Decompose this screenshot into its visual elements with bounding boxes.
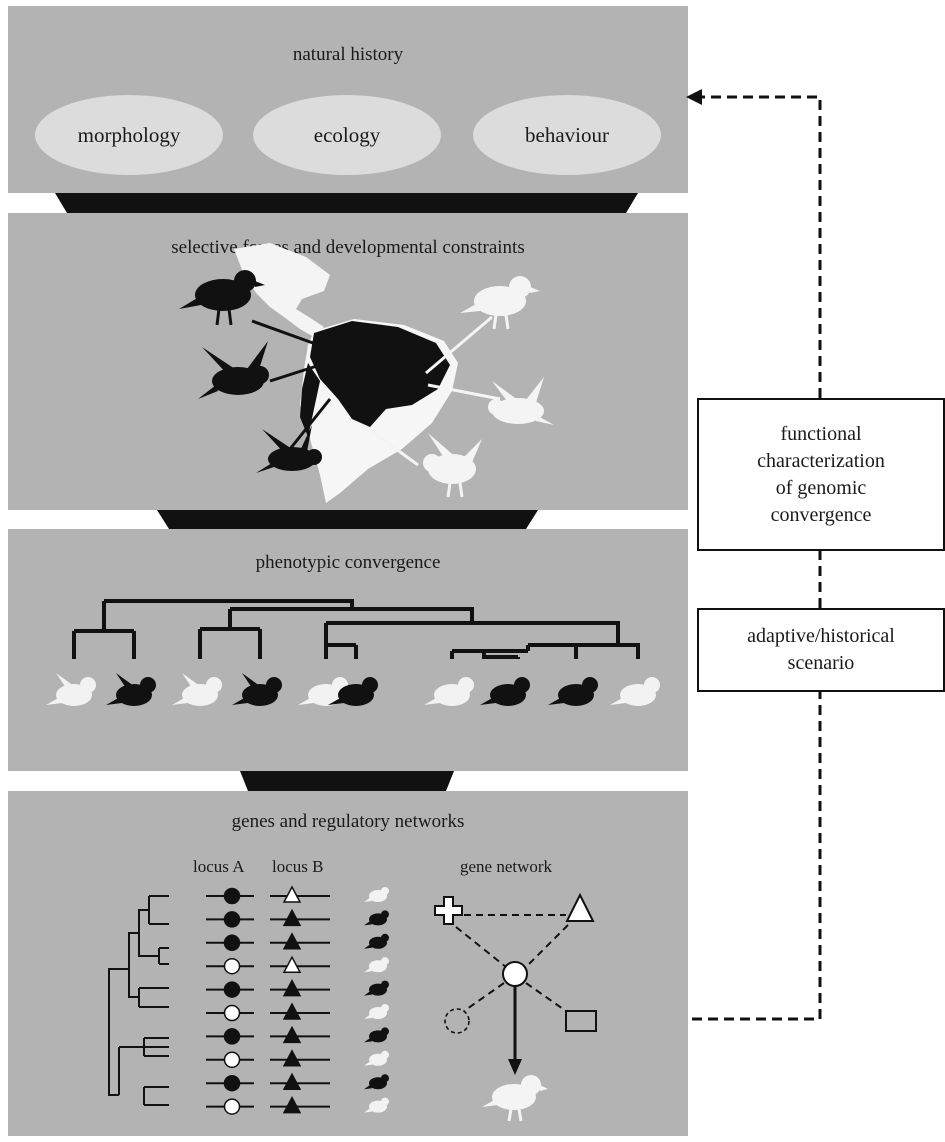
natural-history-panel: natural history morphology ecology behav… bbox=[8, 6, 688, 193]
row-bird-icon bbox=[364, 887, 389, 902]
locus-b-label: locus B bbox=[272, 857, 324, 876]
tip-bird-icon bbox=[610, 677, 660, 706]
row-bird-icon bbox=[364, 957, 389, 973]
locus-row bbox=[206, 885, 389, 905]
tip-bird-icon bbox=[328, 677, 378, 706]
tip-bird-icon bbox=[172, 673, 222, 706]
functional-characterization-box: functional characterization of genomic c… bbox=[697, 398, 945, 551]
locus-a-label: locus A bbox=[193, 857, 245, 876]
tip-bird-icon bbox=[480, 677, 530, 706]
locus-b-allele bbox=[282, 1025, 302, 1044]
tip-bird-icon bbox=[548, 677, 598, 706]
locus-a-allele bbox=[223, 934, 241, 952]
dashed-circle-node-icon bbox=[444, 1008, 470, 1034]
phylogeny-figure bbox=[72, 599, 640, 659]
natural-history-title: natural history bbox=[292, 44, 404, 65]
row-bird-icon bbox=[364, 1074, 389, 1090]
locus-row bbox=[206, 1049, 389, 1069]
funnel-1 bbox=[55, 193, 638, 213]
locus-b-allele bbox=[282, 1072, 302, 1090]
ecology-oval: ecology bbox=[253, 95, 441, 175]
locus-a-allele bbox=[223, 957, 241, 975]
tip-bird-icon bbox=[232, 673, 282, 706]
locus-a-allele bbox=[223, 1051, 241, 1069]
arrow-head-icon bbox=[508, 1059, 522, 1075]
adaptive-scenario-box: adaptive/historical scenario bbox=[697, 608, 945, 692]
locus-b-allele bbox=[282, 1096, 302, 1114]
row-bird-icon bbox=[364, 1004, 389, 1019]
locus-a-allele bbox=[223, 1004, 241, 1022]
locus-b-allele bbox=[282, 979, 302, 997]
phylogeny-tree bbox=[72, 599, 640, 659]
selective-forces-panel: selective forces and developmental const… bbox=[8, 213, 688, 510]
locus-row bbox=[206, 1072, 389, 1092]
light-dove-bird-icon bbox=[488, 377, 554, 425]
locus-a-allele bbox=[223, 1098, 241, 1115]
locus-row bbox=[206, 955, 389, 975]
locus-b-allele bbox=[282, 908, 302, 927]
andes-dark-strip bbox=[300, 363, 320, 437]
phylogeny-tips bbox=[8, 667, 688, 727]
locus-b-allele bbox=[282, 932, 302, 950]
tip-bird-icon bbox=[106, 673, 156, 706]
tip-bird-icon bbox=[298, 677, 348, 706]
tip-bird-icon bbox=[424, 677, 474, 706]
row-bird-icon bbox=[364, 1097, 389, 1113]
phylogeny-tip-birds bbox=[46, 673, 660, 706]
gene-network bbox=[434, 892, 597, 1122]
triangle-node-icon bbox=[565, 892, 595, 922]
row-bird-icon bbox=[364, 1027, 389, 1043]
network-output-bird-icon bbox=[482, 1075, 548, 1122]
tip-bird-icon bbox=[46, 673, 96, 706]
locus-a-allele bbox=[223, 1028, 241, 1045]
loci-rows bbox=[206, 885, 389, 1115]
locus-row bbox=[206, 1002, 389, 1022]
phenotypic-convergence-panel: phenotypic convergence bbox=[8, 529, 688, 771]
locus-a-allele bbox=[223, 911, 241, 928]
locus-a-allele bbox=[223, 1074, 241, 1092]
row-bird-icon bbox=[364, 910, 389, 926]
locus-b-allele bbox=[282, 885, 302, 903]
light-landing-bird-icon bbox=[423, 433, 482, 498]
light-perched-bird-icon bbox=[460, 276, 540, 330]
rectangle-node-icon bbox=[565, 1010, 597, 1032]
amazon-dark-shape bbox=[310, 321, 450, 427]
row-bird-icon bbox=[364, 980, 389, 996]
plus-node-icon bbox=[434, 896, 463, 925]
funnel-3 bbox=[240, 771, 454, 791]
locus-a-allele bbox=[223, 981, 241, 998]
central-america-shape bbox=[234, 243, 330, 337]
loci-tree bbox=[108, 895, 169, 1106]
locus-b-allele bbox=[282, 955, 302, 973]
morphology-oval: morphology bbox=[35, 95, 223, 175]
light-connectors bbox=[365, 315, 501, 467]
genes-networks-title: genes and regulatory networks bbox=[231, 811, 465, 832]
americas-map-figure bbox=[179, 243, 554, 503]
row-bird-icon bbox=[364, 933, 389, 949]
gene-network-label: gene network bbox=[460, 857, 553, 876]
locus-b-allele bbox=[282, 1002, 302, 1020]
locus-b-allele bbox=[282, 1049, 302, 1067]
loci-figure bbox=[108, 885, 597, 1122]
dark-connectors bbox=[251, 319, 332, 450]
funnel-2 bbox=[157, 510, 538, 529]
behaviour-oval: behaviour bbox=[473, 95, 661, 175]
phenotypic-convergence-title: phenotypic convergence bbox=[255, 552, 441, 573]
locus-row bbox=[206, 1025, 389, 1045]
dark-soaring-bird-icon bbox=[256, 425, 322, 473]
locus-row bbox=[206, 1096, 389, 1115]
locus-a-allele bbox=[223, 887, 241, 905]
locus-row bbox=[206, 979, 389, 998]
locus-row bbox=[206, 908, 389, 928]
genes-networks-panel: genes and regulatory networks locus A lo… bbox=[8, 791, 688, 1136]
dark-perched-bird-icon bbox=[179, 270, 265, 326]
feedback-arrowhead-icon bbox=[686, 89, 702, 105]
row-bird-icon bbox=[364, 1050, 389, 1066]
dark-flying-bird-icon bbox=[198, 341, 269, 399]
locus-row bbox=[206, 932, 389, 952]
